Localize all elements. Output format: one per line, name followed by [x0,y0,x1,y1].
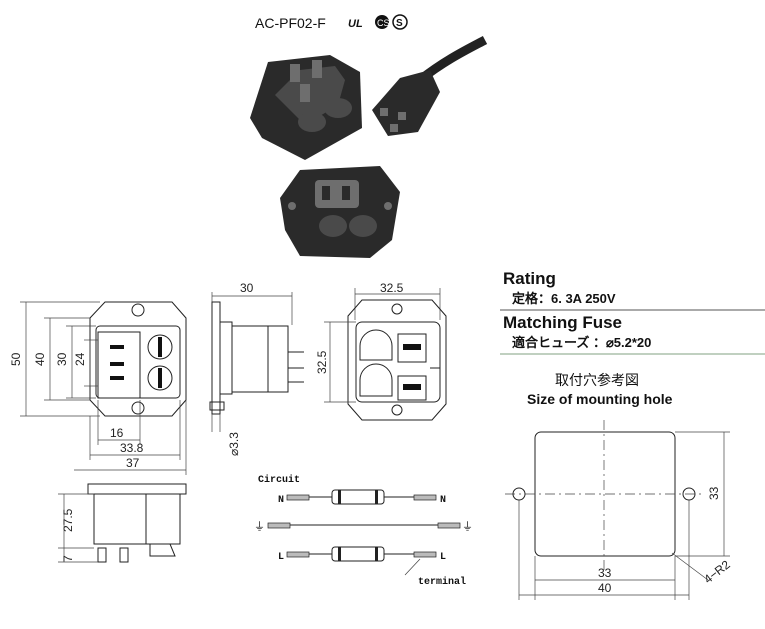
csa-mark: CSA [377,18,396,28]
product-photo-inlet-front [280,166,400,258]
dim-width-16: 16 [110,426,124,440]
label-n-right: N [440,495,446,506]
circuit-diagram: Circuit N N ⏚ ⏚ L L terminal [254,474,473,588]
dim-corner-radius: 4−R2 [701,557,733,586]
dim-hole-pitch-40: 40 [598,581,612,595]
csa-mark-icon [375,15,389,29]
rating-title: Rating [503,269,556,288]
rating-value: 定格：6. 3A 250V [511,291,616,306]
s-mark-icon [392,14,408,30]
dim-height-50: 50 [9,352,23,366]
dim-hole-3-3: ⌀3.3 [227,432,241,456]
bottom-view-drawing: 27.5 7 [58,483,187,563]
dim-hole-height-33: 33 [707,486,721,500]
circuit-title: Circuit [258,474,300,486]
front-view-drawing: 50 40 30 24 16 33.8 37 [9,301,187,475]
dim-height-24: 24 [73,352,87,366]
label-ground-left: ⏚ [254,520,265,534]
terminal-label: terminal [418,576,466,588]
ul-mark: UL [348,18,363,30]
rating-block: Rating 定格：6. 3A 250V Matching Fuse 適合ヒュー… [500,269,765,355]
fuse-value: 適合ヒューズ ：⌀5.2*20 [512,335,651,350]
dim-body-depth-27-5: 27.5 [61,508,75,532]
label-ground-right: ⏚ [462,520,473,534]
dim-pin-7: 7 [61,555,75,562]
dim-height-40: 40 [33,352,47,366]
dim-width-37: 37 [126,456,140,470]
s-mark: S [396,18,403,29]
certification-marks: UL CSA S [348,14,408,30]
dim-rear-height-32-5: 32.5 [315,350,329,374]
label-l-right: L [440,552,446,563]
dim-depth-30: 30 [240,281,254,295]
mounting-title-en: Size of mounting hole [527,391,673,407]
side-view-drawing: 30 ⌀3.3 [209,281,304,456]
mounting-hole-drawing: 取付穴参考図 Size of mounting hole 33 33 40 4−… [505,372,733,600]
rear-view-drawing: 32.5 32.5 [315,281,447,421]
product-photo-power-cord [372,36,488,136]
dim-width-33-8: 33.8 [120,441,144,455]
label-n-left: N [278,495,284,506]
dim-height-30: 30 [55,352,69,366]
fuse-title: Matching Fuse [503,313,622,332]
model-title: AC-PF02-F [255,15,326,31]
dim-rear-width-32-5: 32.5 [380,281,404,295]
product-photo-inlet-top [250,55,362,160]
dim-hole-width-33: 33 [598,566,612,580]
label-l-left: L [278,552,284,563]
mounting-title-jp: 取付穴参考図 [555,372,639,388]
